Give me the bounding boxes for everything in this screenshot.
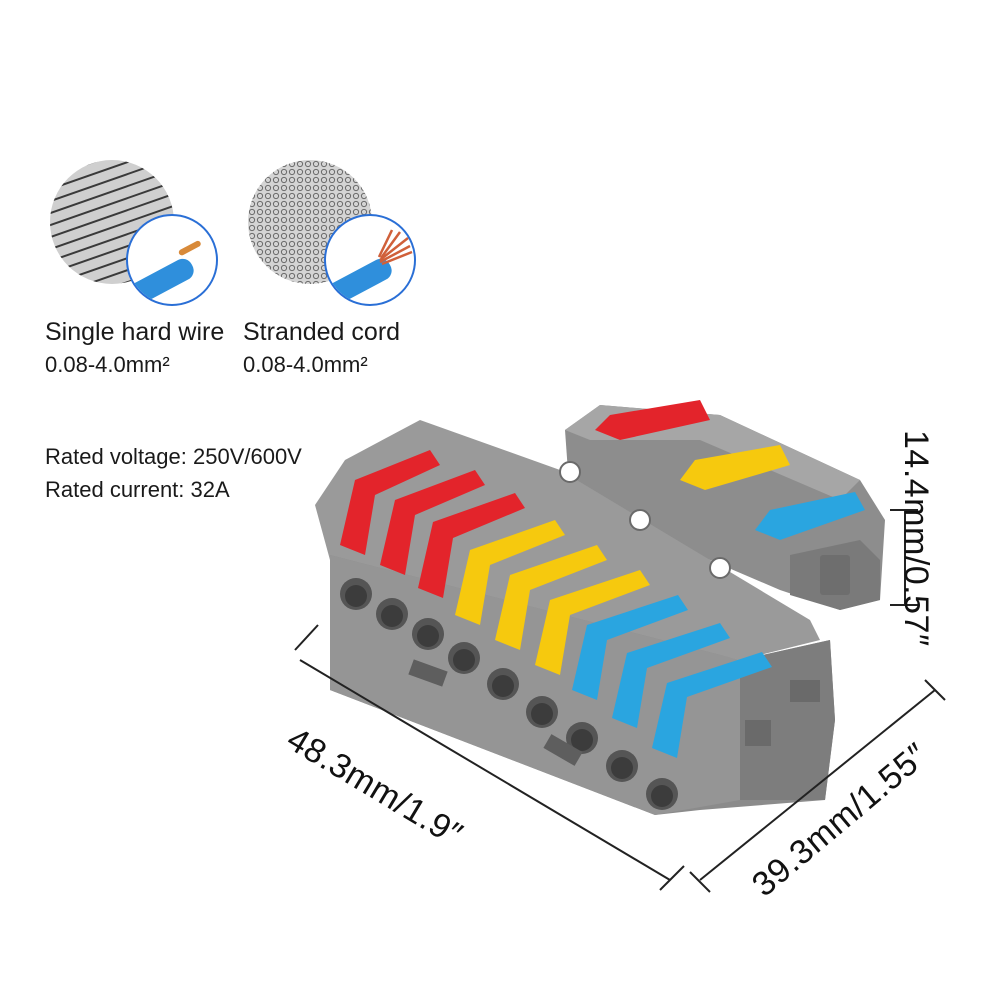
lever-yellow-group xyxy=(455,520,650,675)
stranded-cord-panel: Stranded cord 0.08-4.0mm² xyxy=(240,160,440,380)
lever-blue-group xyxy=(572,595,772,758)
rated-current-text: Rated current: 32A xyxy=(45,477,230,502)
stranded-cord-label: Stranded cord xyxy=(243,318,401,346)
rated-voltage-text: Rated voltage: 250V/600V xyxy=(45,444,302,469)
stranded-cord-icon xyxy=(248,160,416,306)
ratings-block: Rated voltage: 250V/600V Rated current: … xyxy=(45,440,302,506)
lever-red-group xyxy=(340,450,525,598)
single-hard-wire-icon xyxy=(50,160,218,306)
single-hard-wire-panel: Single hard wire 0.08-4.0mm² xyxy=(42,160,242,380)
height-dimension-label: 14.4mm/0.57″ xyxy=(897,430,935,647)
stranded-cord-spec: 0.08-4.0mm² xyxy=(243,352,368,377)
single-hard-wire-spec: 0.08-4.0mm² xyxy=(45,352,170,377)
single-hard-wire-label: Single hard wire xyxy=(45,318,225,346)
